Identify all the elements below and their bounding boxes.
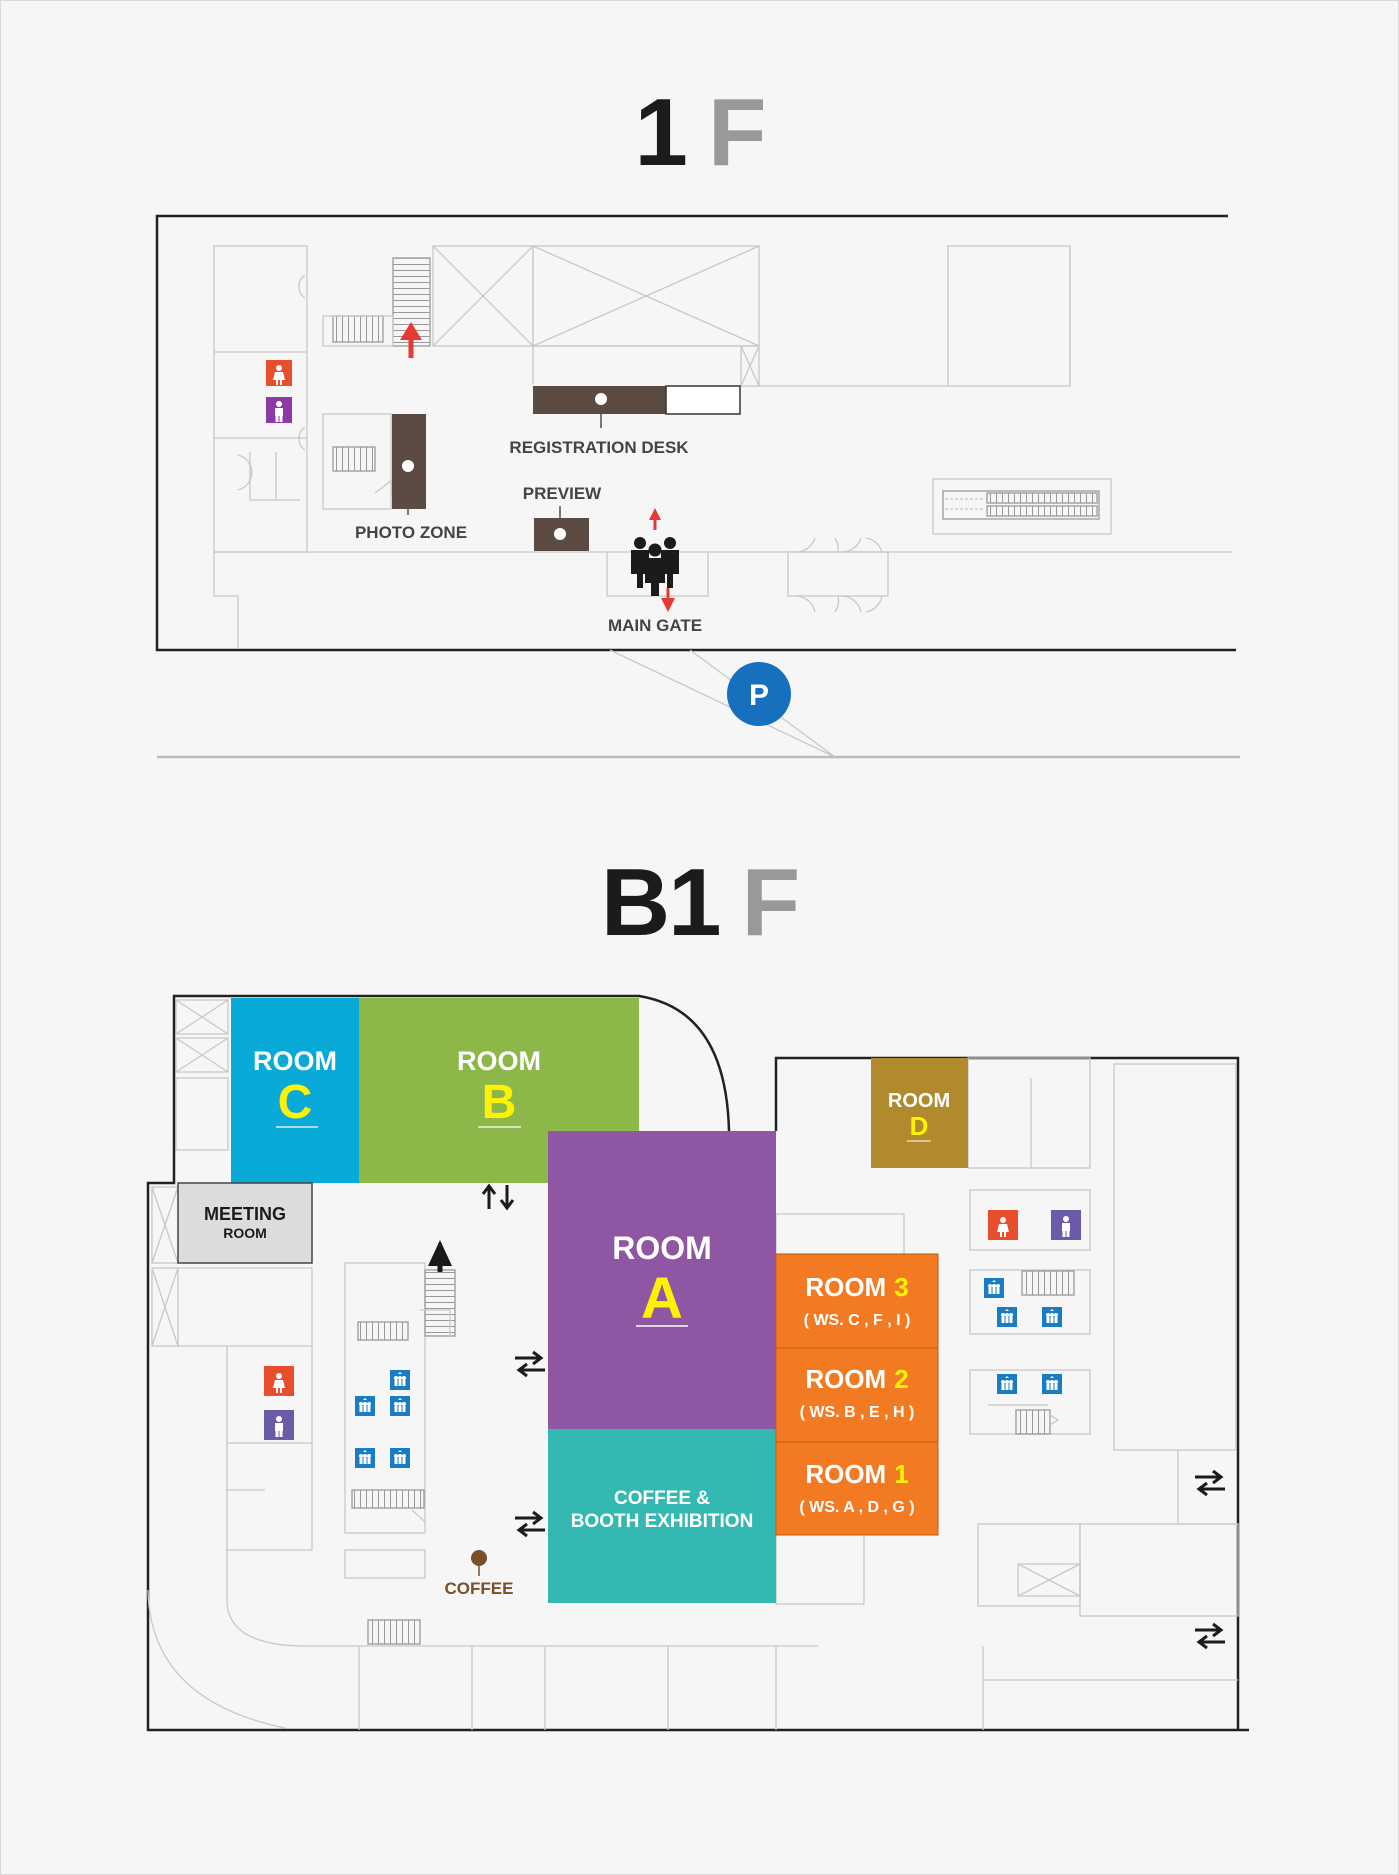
room-1-word: ROOM [805, 1459, 886, 1489]
restroom-men-icon-b1-right [1051, 1210, 1081, 1240]
floor-1-suffix: F [707, 79, 767, 186]
two-way-arrow-icon-room-a [513, 1350, 547, 1378]
photo-zone-pin [392, 414, 426, 515]
coffee-label: COFFEE [445, 1579, 514, 1598]
preview-label: PREVIEW [523, 484, 602, 503]
room-3-ws: ( WS. C , F , I ) [804, 1312, 911, 1329]
people-icon [631, 537, 679, 596]
two-way-arrow-icon-right-1 [1193, 1469, 1227, 1497]
restroom-women-icon-b1-left [264, 1366, 294, 1396]
room-3-number: 3 [894, 1272, 908, 1302]
meeting-room[interactable]: MEETING ROOM [177, 1182, 313, 1264]
room-3[interactable]: ROOM 3 ( WS. C , F , I ) [775, 1253, 939, 1349]
room-2-ws: ( WS. B , E , H ) [800, 1404, 915, 1421]
room-2-number: 2 [894, 1364, 908, 1394]
meeting-room-line2: ROOM [223, 1225, 267, 1241]
coffee-booth-exhibition[interactable]: COFFEE & BOOTH EXHIBITION [548, 1429, 776, 1603]
room-2-title: ROOM 2 [805, 1364, 908, 1394]
coffee-booth-line1: COFFEE & [614, 1488, 710, 1509]
room-d-letter: D [910, 1111, 929, 1141]
room-c-letter: C [278, 1076, 313, 1129]
main-gate-label: MAIN GATE [608, 616, 702, 635]
room-c[interactable]: ROOM C [231, 998, 359, 1183]
room-3-word: ROOM [805, 1272, 886, 1302]
coffee-booth-line2: BOOTH EXHIBITION [571, 1511, 754, 1532]
floor-b1-suffix: F [741, 849, 801, 956]
room-d-word: ROOM [888, 1090, 950, 1112]
registration-desk-label: REGISTRATION DESK [509, 438, 689, 457]
restroom-women-icon-1f [266, 360, 292, 386]
meeting-room-line1: MEETING [204, 1204, 286, 1224]
room-b[interactable]: ROOM B [359, 998, 639, 1183]
room-1[interactable]: ROOM 1 ( WS. A , D , G ) [775, 1441, 939, 1536]
two-way-arrow-icon-top [481, 1183, 515, 1211]
room-a-word: ROOM [612, 1230, 712, 1266]
arrow-up-icon-b1 [428, 1240, 452, 1272]
room-1-title: ROOM 1 [805, 1459, 908, 1489]
room-b-word: ROOM [457, 1046, 541, 1076]
room-1-ws: ( WS. A , D , G ) [799, 1499, 914, 1516]
arrow-up-icon-1f [400, 322, 422, 358]
coffee-pin-icon [471, 1550, 487, 1576]
two-way-arrow-icon-coffee [513, 1510, 547, 1538]
two-way-arrow-icon-right-2 [1193, 1622, 1227, 1650]
restroom-men-icon-1f [266, 397, 292, 423]
floor-1-plan [155, 214, 1240, 759]
preview-pin [534, 506, 589, 551]
room-c-word: ROOM [253, 1046, 337, 1076]
parking-letter: P [749, 679, 769, 712]
restroom-women-icon-b1-right [988, 1210, 1018, 1240]
registration-desk [533, 385, 741, 428]
room-3-title: ROOM 3 [805, 1272, 908, 1302]
room-2-word: ROOM [805, 1364, 886, 1394]
floor-1-number: 1 [634, 79, 687, 186]
room-1-number: 1 [894, 1459, 908, 1489]
restroom-men-icon-b1-left [264, 1410, 294, 1440]
arrow-up-icon-gate [649, 508, 661, 530]
floor-b1-number: B1 [600, 849, 722, 956]
room-a[interactable]: ROOM A [548, 1131, 776, 1429]
room-b-letter: B [482, 1076, 517, 1129]
room-a-letter: A [641, 1266, 683, 1331]
parking-icon: P [727, 662, 791, 726]
room-2[interactable]: ROOM 2 ( WS. B , E , H ) [775, 1347, 939, 1443]
photo-zone-label: PHOTO ZONE [355, 523, 467, 542]
arrow-down-icon-gate [661, 588, 675, 612]
room-d[interactable]: ROOM D [871, 1058, 968, 1168]
